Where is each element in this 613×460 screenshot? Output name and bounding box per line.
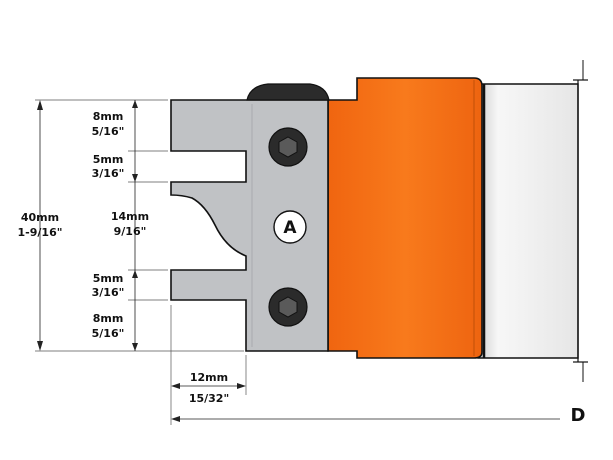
groove2-width-in: 3/16" (92, 286, 125, 299)
segment-dimension-line (132, 100, 138, 351)
clamp-gib (246, 83, 330, 101)
cutter-body (327, 77, 483, 359)
cut-depth-mm: 12mm (190, 371, 228, 384)
bottom-width-in: 5/16" (92, 327, 125, 340)
groove1-width-in: 3/16" (92, 167, 125, 180)
overall-height-in: 1-9/16" (18, 226, 63, 239)
screw-top-icon (268, 127, 308, 167)
screw-bottom-icon (268, 287, 308, 327)
top-width-in: 5/16" (92, 125, 125, 138)
diameter-label: D (571, 405, 586, 426)
cut-depth-in: 15/32" (189, 392, 229, 405)
middle-width-mm: 14mm (111, 210, 149, 223)
diameter-dimension-line (171, 416, 560, 422)
middle-width-in: 9/16" (114, 225, 147, 238)
arbor-shaft (477, 60, 588, 382)
groove2-width-mm: 5mm (93, 272, 124, 285)
bottom-width-mm: 8mm (93, 312, 124, 325)
cutter-letter: A (283, 218, 297, 238)
cutter-letter-badge: A (273, 210, 307, 244)
depth-dimension-line (171, 383, 246, 389)
overall-dimension-line (37, 100, 43, 351)
top-width-mm: 8mm (93, 110, 124, 123)
groove1-width-mm: 5mm (93, 153, 124, 166)
overall-height-mm: 40mm (21, 211, 59, 224)
